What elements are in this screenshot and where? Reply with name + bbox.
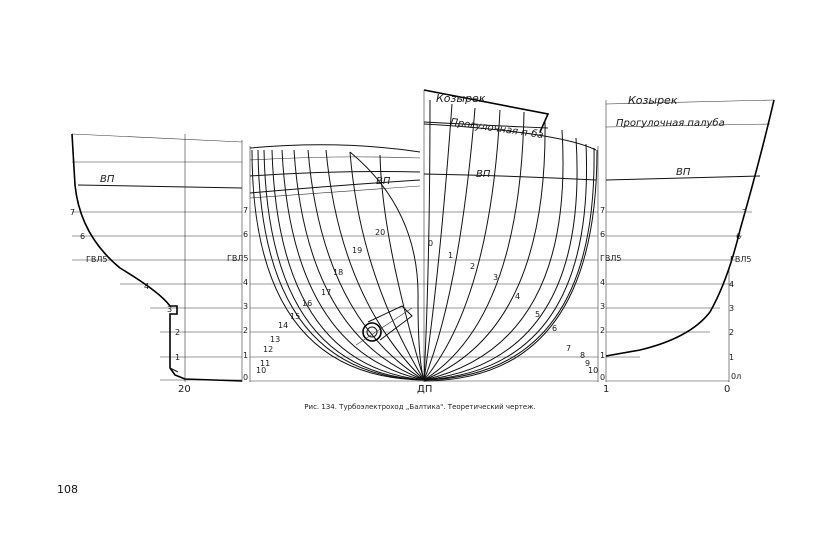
- vp-label: ВП: [100, 174, 115, 185]
- bow-wl-3: 3: [729, 304, 734, 313]
- wl-label-1: 1: [175, 353, 180, 362]
- fore-section-4: 4: [515, 292, 520, 301]
- station-1-label: 1: [603, 384, 609, 395]
- bp-wl-0-right: 0: [600, 373, 605, 382]
- station-20-label: 20: [178, 384, 191, 395]
- bp-wl-7-left: 7: [243, 206, 248, 215]
- fore-section-5: 5: [535, 310, 540, 319]
- bp-vp-right-label: ВП: [476, 169, 491, 180]
- bp-vp-left-label: ВП: [376, 176, 391, 187]
- bow-wl-gvl5: ГВЛ5: [730, 255, 751, 264]
- fore-section-10: 10: [588, 366, 598, 375]
- fore-section-8: 8: [580, 351, 585, 360]
- bp-wl-3-right: 3: [600, 302, 605, 311]
- station-0-label: 0: [724, 384, 730, 395]
- bp-wl-2-right: 2: [600, 326, 605, 335]
- bow-promenade-label: Прогулочная палуба: [616, 117, 725, 129]
- aft-section-19: 19: [352, 246, 362, 255]
- bp-wl-3-left: 3: [243, 302, 248, 311]
- bow-wl-1: 1: [729, 353, 734, 362]
- aft-section-11: 11: [260, 359, 270, 368]
- bp-wl-2-left: 2: [243, 326, 248, 335]
- fore-section-2: 2: [470, 262, 475, 271]
- fore-section-7: 7: [566, 344, 571, 353]
- wl-label-3: 3: [167, 305, 172, 314]
- bp-wl-5-right: ГВЛ5: [600, 254, 621, 263]
- bp-wl-1-right: 1: [600, 351, 605, 360]
- fore-section-0: 0: [428, 239, 433, 248]
- fore-section-1: 1: [448, 251, 453, 260]
- aft-section-15: 15: [290, 312, 300, 321]
- bow-wl-4: 4: [729, 280, 734, 289]
- fore-section-9: 9: [585, 359, 590, 368]
- wl-label-7: 7: [70, 208, 75, 217]
- fore-section-6: 6: [552, 324, 557, 333]
- wl-label-2: 2: [175, 328, 180, 337]
- bp-wl-6-right: 6: [600, 230, 605, 239]
- bow-wl-6: 6: [736, 232, 741, 241]
- fore-section-3: 3: [493, 273, 498, 282]
- aft-section-14: 14: [278, 321, 288, 330]
- bow-wl-0l: 0л: [731, 372, 741, 381]
- bp-wl-7-right: 7: [600, 206, 605, 215]
- bp-wl-4-right: 4: [600, 278, 605, 287]
- aft-section-18: 18: [333, 268, 343, 277]
- bow-vp-label: ВП: [676, 167, 691, 178]
- bow-wl-2: 2: [729, 328, 734, 337]
- figure-caption: Рис. 134. Турбоэлектроход „Балтика". Тео…: [304, 403, 536, 411]
- body-plan: 10 11 12 13 14 15 16 17 18 19 20 0 1 2 3…: [227, 89, 621, 395]
- bp-wl-0-left: 0: [243, 373, 248, 382]
- wl-label-6: 6: [80, 232, 85, 241]
- page-number: 108: [57, 483, 78, 496]
- wl-label-4: 4: [144, 282, 149, 291]
- aft-section-13: 13: [270, 335, 280, 344]
- bp-promenade-label: Прогулочная п-ба: [450, 116, 545, 141]
- aft-section-16: 16: [302, 299, 312, 308]
- aft-section-10: 10: [256, 366, 266, 375]
- aft-section-17: 17: [321, 288, 331, 297]
- bp-wl-gvl5-left: ГВЛ5: [227, 254, 248, 263]
- wl-label-gvl5: ГВЛ5: [86, 255, 107, 264]
- bp-wl-1-left: 1: [243, 351, 248, 360]
- bow-profile: 7 6 ГВЛ5 4 3 2 1 0л Козырек Прогулочная …: [603, 94, 775, 395]
- dp-label: ДП: [417, 384, 432, 395]
- bow-wl-7: 7: [742, 208, 747, 217]
- bp-wl-6-left: 6: [243, 230, 248, 239]
- bow-kozyrek-label: Козырек: [628, 94, 678, 107]
- aft-section-20: 20: [375, 228, 385, 237]
- stern-profile: 7 6 ГВЛ5 4 3 2 1 ВП 20: [70, 133, 243, 395]
- bp-wl-4-left: 4: [243, 278, 248, 287]
- aft-section-12: 12: [263, 345, 273, 354]
- bp-kozyrek-label: Козырек: [436, 92, 486, 105]
